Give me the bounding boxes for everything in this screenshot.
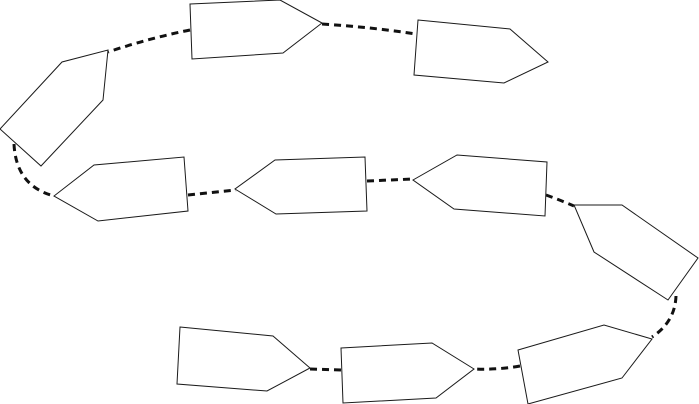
connector-n1-n2 [107, 28, 191, 54]
step-node-n2[interactable] [413, 19, 549, 84]
connector-n1-n4 [12, 143, 55, 198]
connector-n5-n6 [366, 177, 414, 183]
connector-n8-n9 [473, 364, 521, 371]
connector-n7-n8 [651, 295, 678, 339]
connectors [12, 22, 678, 372]
connector-n4-n5 [187, 188, 237, 197]
step-node-n3[interactable] [0, 49, 109, 167]
connector-n6-n7 [545, 193, 575, 208]
connector-n2-n3 [321, 22, 417, 36]
step-node-n6[interactable] [412, 154, 548, 217]
step-node-n4[interactable] [53, 156, 189, 222]
step-node-n8[interactable] [517, 324, 653, 404]
step-node-n9[interactable] [340, 342, 475, 404]
connector-n9-n10 [309, 367, 342, 372]
step-node-n1[interactable] [189, 0, 323, 60]
step-node-n10[interactable] [176, 326, 311, 392]
step-node-n7[interactable] [573, 204, 699, 301]
step-node-n5[interactable] [234, 156, 368, 215]
